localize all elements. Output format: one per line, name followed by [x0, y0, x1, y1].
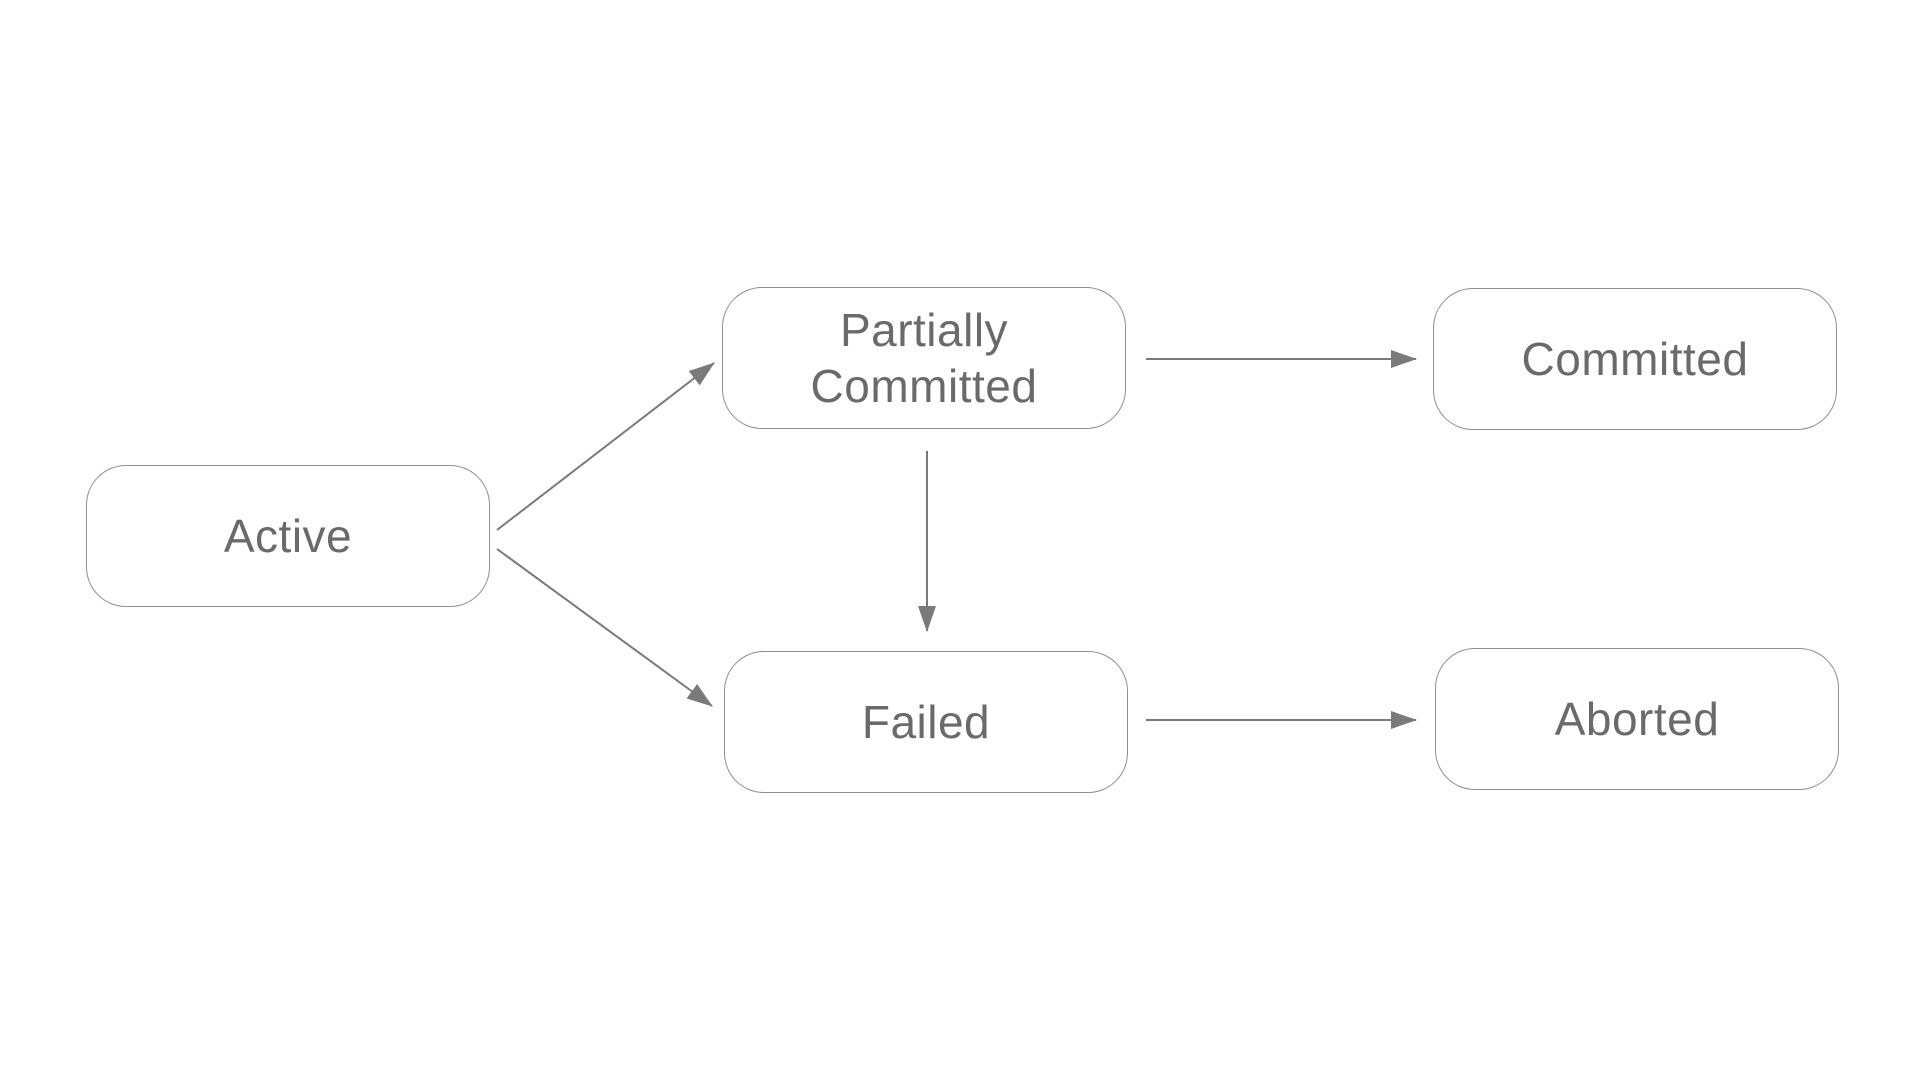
- node-committed-label: Committed: [1521, 332, 1749, 385]
- node-failed-label: Failed: [861, 695, 991, 748]
- node-active: Active: [86, 465, 490, 607]
- node-committed: Committed: [1433, 288, 1837, 430]
- edge-active-to-failed: [496, 548, 713, 707]
- node-partially-committed: Partially Committed: [722, 287, 1126, 429]
- node-failed: Failed: [724, 651, 1128, 793]
- node-partially-committed-label: Partially Committed: [810, 303, 1038, 412]
- node-aborted-label: Aborted: [1554, 692, 1720, 745]
- node-active-label: Active: [223, 509, 353, 562]
- node-aborted: Aborted: [1435, 648, 1839, 790]
- edge-active-to-partially-committed: [496, 362, 715, 531]
